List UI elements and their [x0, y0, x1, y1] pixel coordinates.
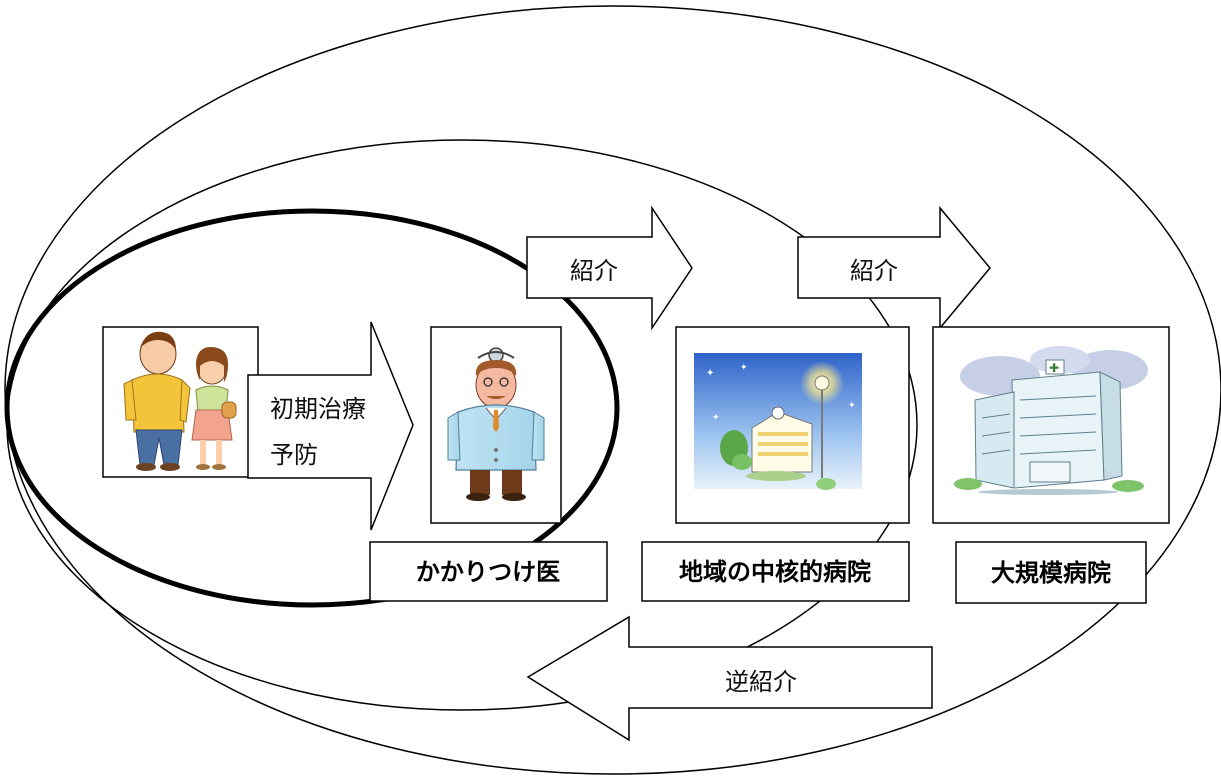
family-doctor-box: かかりつけ医 — [369, 541, 608, 602]
regional-hospital-box: 地域の中核的病院 — [641, 541, 910, 602]
inner-ellipse — [4, 208, 620, 608]
svg-text:✦: ✦ — [712, 413, 720, 423]
regional-hospital-illustration: ✦ ✦ ✦ ✦ — [675, 326, 910, 524]
initial-care-label-2: 予防 — [270, 441, 318, 469]
referral-label-2: 紹介 — [850, 257, 898, 285]
patients-illustration — [102, 326, 259, 478]
referral-label-1: 紹介 — [570, 257, 618, 285]
svg-text:✚: ✚ — [1049, 361, 1059, 375]
large-hospital-box: 大規模病院 — [955, 541, 1147, 604]
referral-arrow-1: 紹介 — [526, 205, 693, 331]
initial-care-label-1: 初期治療 — [270, 395, 366, 423]
svg-text:✦: ✦ — [848, 401, 856, 411]
outer-ellipse — [4, 5, 1221, 775]
svg-text:✦: ✦ — [740, 363, 748, 373]
regional-hospital-label: 地域の中核的病院 — [679, 558, 871, 586]
reverse-referral-arrow: 逆紹介 — [526, 615, 933, 742]
referral-arrow-2: 紹介 — [797, 205, 991, 331]
large-hospital-illustration: ✚ — [932, 326, 1170, 524]
doctor-illustration — [430, 326, 562, 524]
large-hospital-label: 大規模病院 — [991, 559, 1111, 587]
svg-text:✦: ✦ — [706, 368, 714, 379]
family-doctor-label: かかりつけ医 — [416, 558, 560, 586]
reverse-referral-label: 逆紹介 — [725, 668, 797, 696]
initial-care-arrow: 初期治療 予防 — [247, 321, 414, 531]
